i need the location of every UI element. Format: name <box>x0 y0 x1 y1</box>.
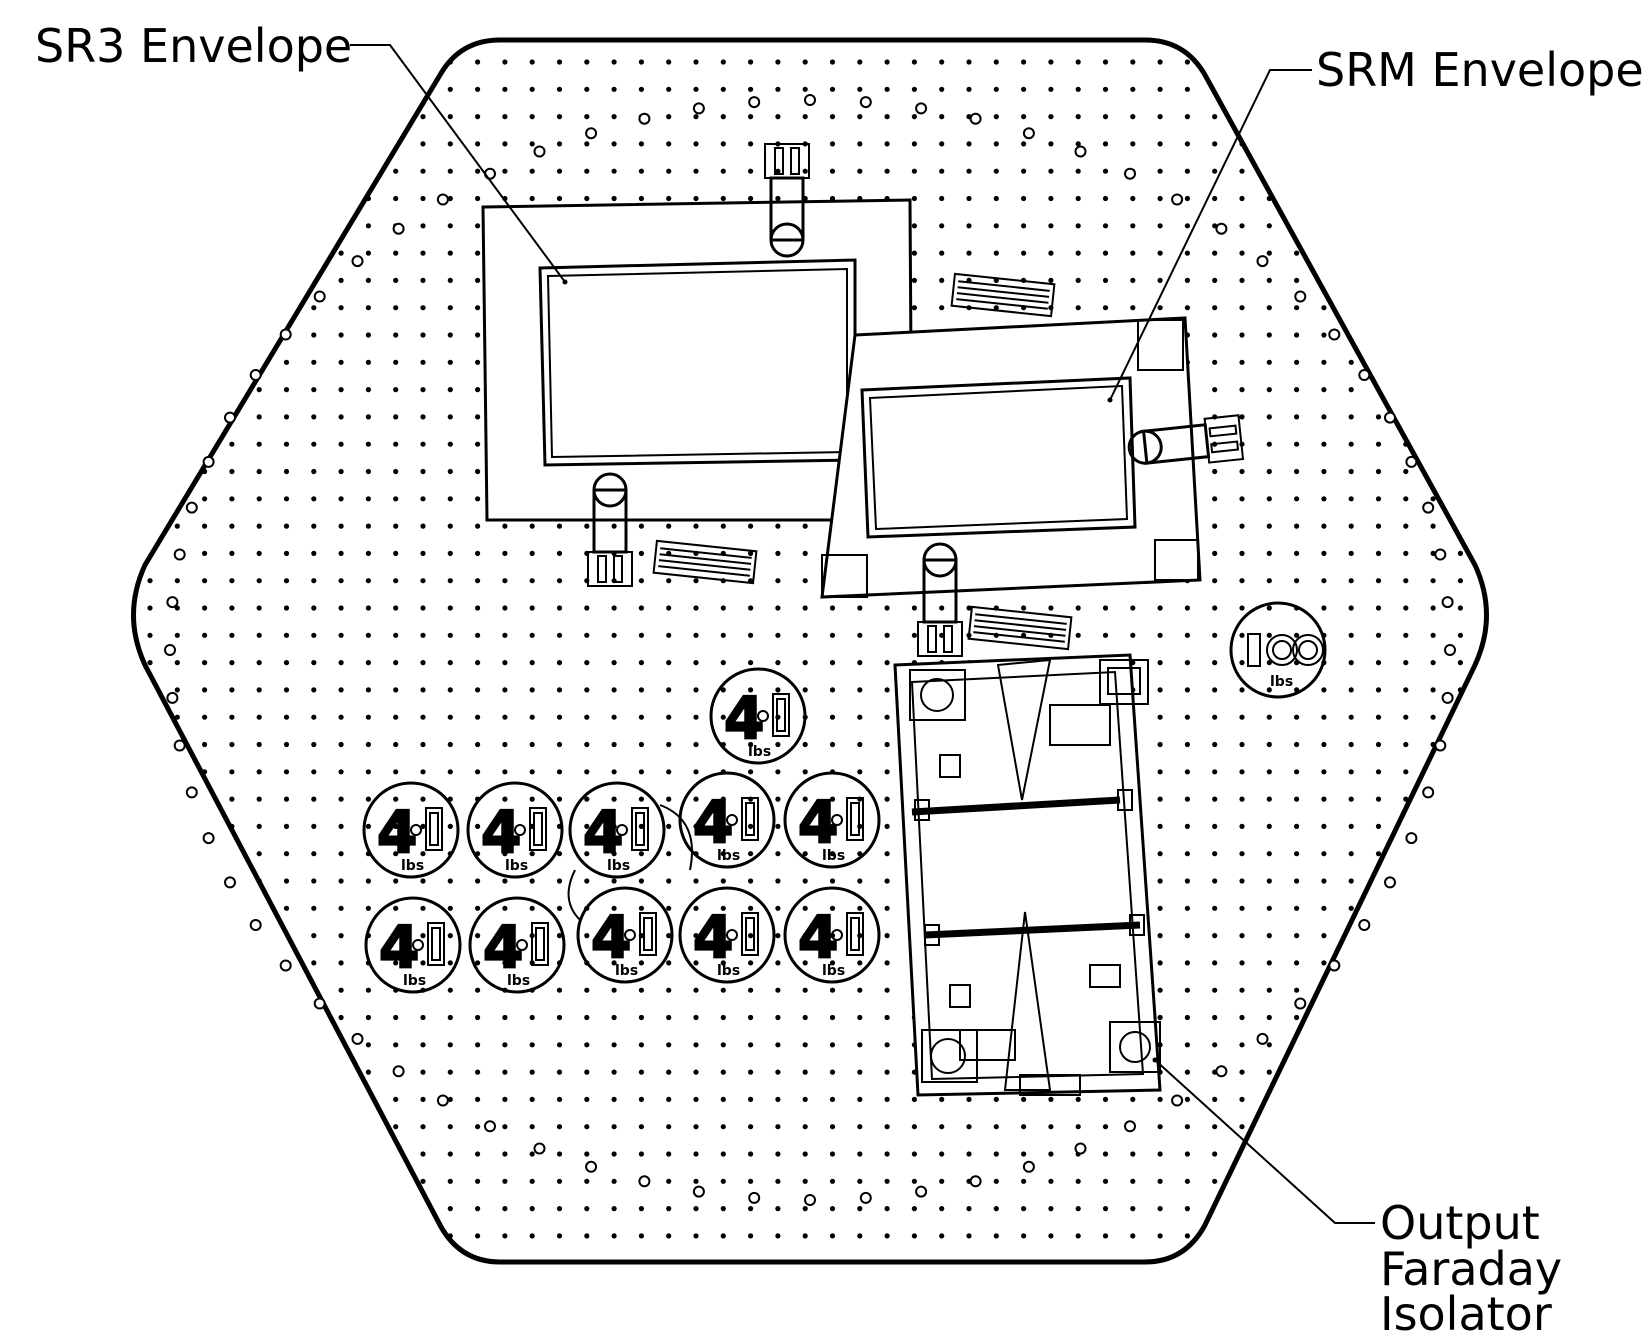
sr3-envelope-leader <box>350 44 566 283</box>
weight-40lbs <box>709 667 807 765</box>
weight-40lbs <box>576 886 674 984</box>
weight-40lbs <box>362 781 460 879</box>
output-faraday-label-line1: Output <box>1380 1196 1540 1250</box>
weight-40lbs <box>468 896 566 994</box>
svg-text:lbs: lbs <box>1270 674 1293 690</box>
large-weight-100lbs: lbs <box>1229 601 1327 699</box>
weight-40lbs <box>678 886 776 984</box>
sr3-envelope-assembly <box>481 142 1056 588</box>
weight-40lbs <box>364 896 462 994</box>
weight-40lbs <box>466 781 564 879</box>
output-faraday-isolator <box>893 653 1162 1097</box>
weight-40lbs <box>678 771 776 869</box>
sr3-top-post <box>763 142 811 258</box>
mounting-hole-ring <box>164 94 1456 1206</box>
srm-clamp <box>967 605 1073 651</box>
output-faraday-leader <box>1154 1059 1375 1224</box>
weight-40lbs <box>568 781 666 879</box>
srm-envelope-outline <box>860 376 1137 539</box>
weight-40lbs <box>783 771 881 869</box>
srm-envelope-leader <box>1109 69 1312 401</box>
sr3-clamp <box>652 539 758 585</box>
sr3-envelope-label: SR3 Envelope <box>35 19 352 73</box>
srm-envelope-label: SRM Envelope <box>1316 43 1644 97</box>
output-faraday-label-line3: Isolator <box>1380 1287 1552 1332</box>
small-weights <box>362 667 881 994</box>
srm-envelope-assembly <box>820 316 1245 658</box>
optical-table-outline <box>131 37 1489 1265</box>
sr3-bottom-post <box>586 472 634 588</box>
output-faraday-label-line2: Faraday <box>1380 1242 1562 1296</box>
srm-bottom-post <box>916 542 964 658</box>
sr3-envelope-outline <box>538 258 857 467</box>
weight-40lbs <box>783 886 881 984</box>
